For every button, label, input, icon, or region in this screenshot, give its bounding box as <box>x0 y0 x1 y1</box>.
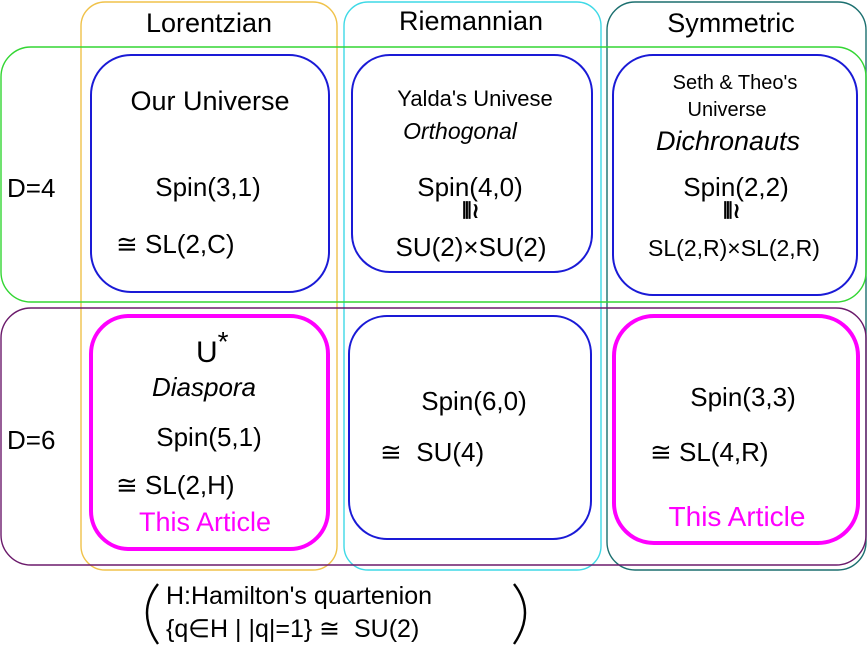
isomorphism-symbol: ⫴≀ <box>462 198 480 223</box>
cell-subtitle: Dichronauts <box>655 126 801 156</box>
cell-isomorphism: ≅ SU(4) <box>380 437 485 467</box>
this-article-label: This Article <box>138 507 272 537</box>
cell-riemannian-d6 <box>348 315 592 540</box>
cell-isomorphism: SL(2,R)×SL(2,R) <box>648 235 820 261</box>
isomorphism-symbol: ⫴≀ <box>723 198 741 223</box>
cell-symmetric-d6 <box>612 314 860 545</box>
cell-title-line2: Universe <box>687 99 767 121</box>
cell-lorentzian-d4 <box>90 54 330 293</box>
row-header-d6: D=6 <box>7 425 56 455</box>
cell-group: Spin(4,0) <box>417 172 523 202</box>
cell-subtitle: Orthogonal <box>403 118 517 144</box>
symmetric-column-box <box>606 1 867 571</box>
column-header-riemannian: Riemannian <box>398 6 544 36</box>
cell-title: U* <box>196 326 229 370</box>
lorentzian-column-box <box>80 1 338 571</box>
column-header-symmetric: Symmetric <box>667 8 795 38</box>
cell-isomorphism: ≅ SL(2,H) <box>116 470 235 500</box>
footnote-left-paren <box>145 583 159 645</box>
cell-title-text: U <box>196 336 218 369</box>
cell-isomorphism: SU(2)×SU(2) <box>395 232 547 262</box>
d6-row-box <box>0 307 867 566</box>
this-article-label: This Article <box>668 501 806 532</box>
cell-title-superscript: * <box>217 326 229 357</box>
cell-isomorphism: ≅ SL(4,R) <box>650 437 769 467</box>
footnote-right-paren <box>513 583 527 645</box>
cell-subtitle: Diaspora <box>151 372 257 402</box>
cell-group: Spin(3,3) <box>690 382 796 412</box>
d4-row-box <box>0 46 867 303</box>
cell-group: Spin(6,0) <box>421 386 527 416</box>
cell-group: Spin(2,2) <box>683 172 789 202</box>
cell-lorentzian-d6 <box>89 314 330 551</box>
cell-group: Spin(3,1) <box>155 172 261 202</box>
riemannian-column-box <box>343 1 602 571</box>
cell-isomorphism: ≅ SL(2,C) <box>116 229 235 259</box>
cell-symmetric-d4 <box>612 54 858 296</box>
row-header-d4: D=4 <box>7 173 56 203</box>
cell-group: Spin(5,1) <box>156 422 262 452</box>
cell-title-line1: Seth & Theo's <box>672 72 798 94</box>
footnote-line2: {q∈H | |q|=1} ≅ SU(2) <box>166 615 420 643</box>
cell-riemannian-d4 <box>351 54 593 273</box>
footnote-line1: H:Hamilton's quartenion <box>166 582 433 610</box>
column-header-lorentzian: Lorentzian <box>145 8 273 38</box>
cell-title: Our Universe <box>130 86 290 116</box>
cell-title: Yalda's Univese <box>397 86 553 111</box>
